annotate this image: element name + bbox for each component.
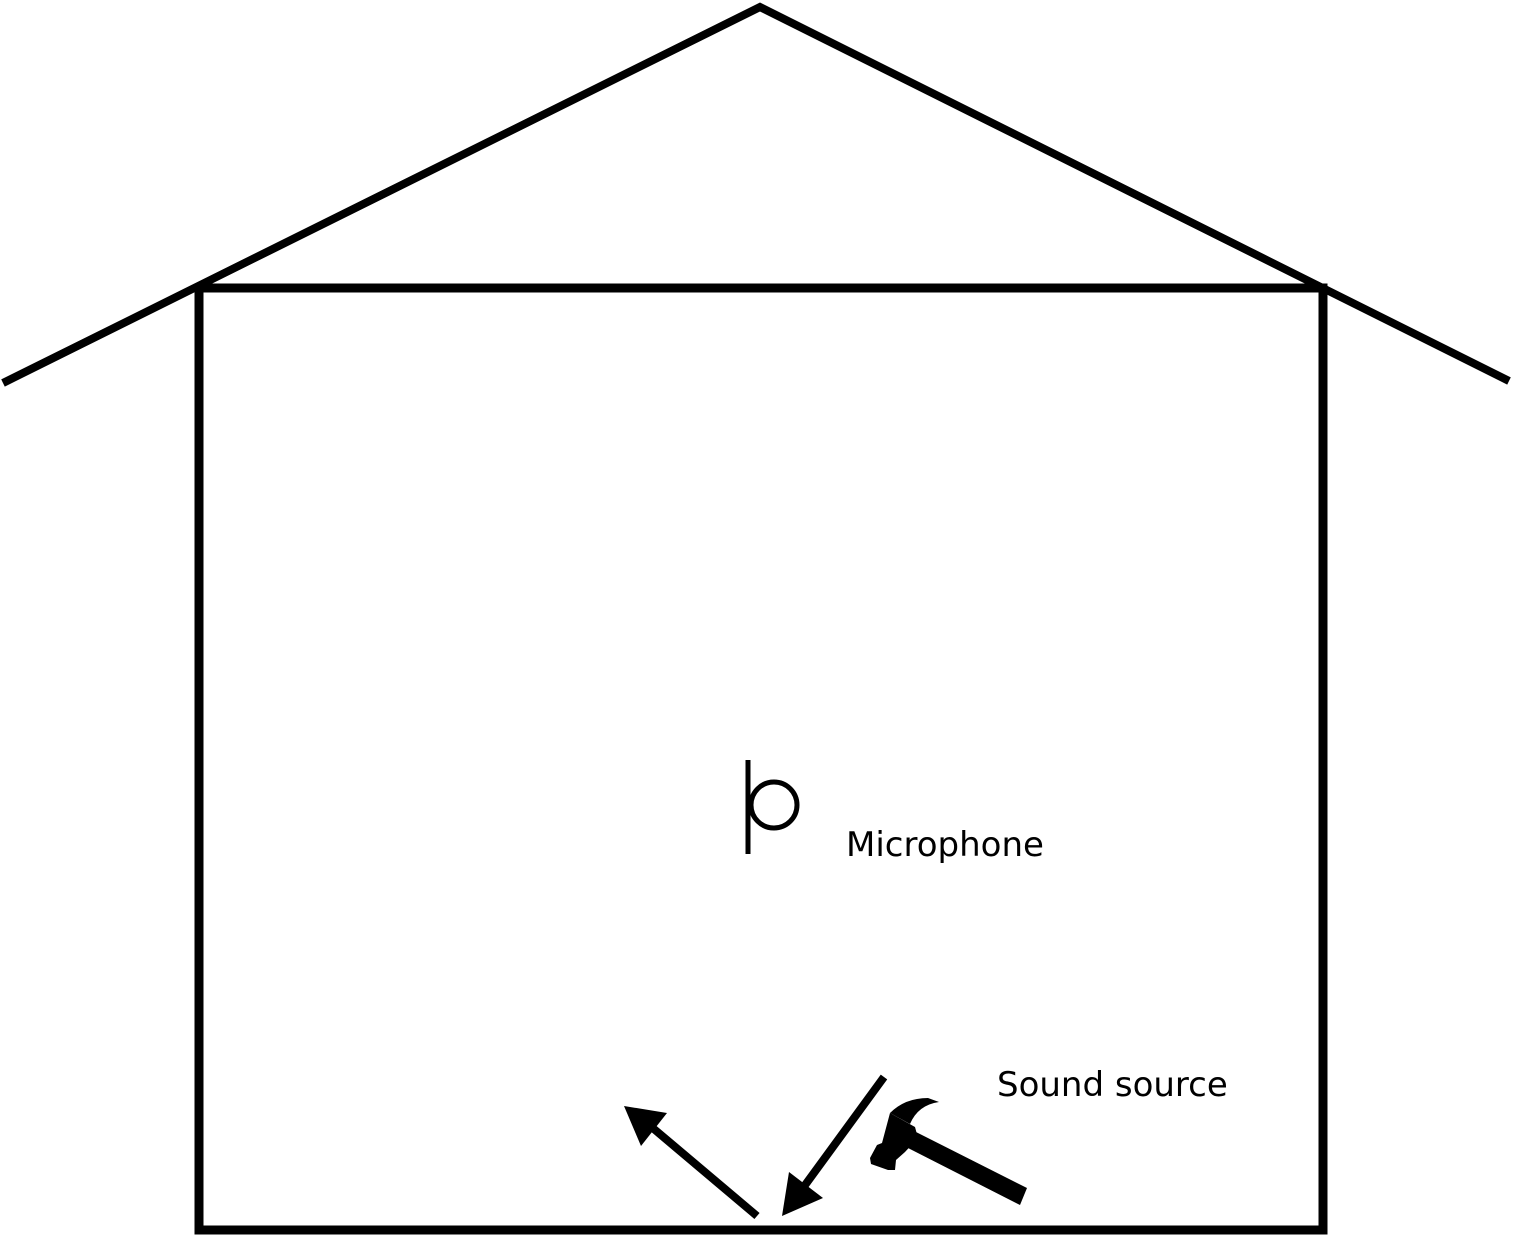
reflected-arrow	[624, 1106, 760, 1220]
room-walls	[194, 283, 1328, 1235]
roof	[1, 2, 1511, 387]
incident-arrow	[782, 1074, 888, 1216]
sound-source-label: Sound source	[997, 1065, 1228, 1105]
hammer-icon	[870, 1098, 1027, 1205]
microphone-icon	[745, 760, 800, 854]
microphone-label: Microphone	[846, 825, 1044, 865]
